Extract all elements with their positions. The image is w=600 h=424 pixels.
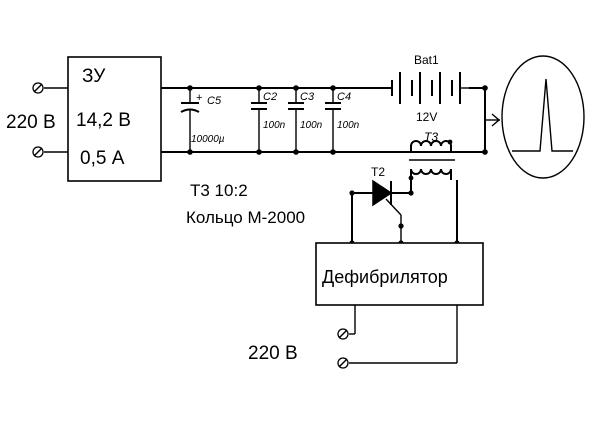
c3-value: 100n (300, 120, 323, 131)
primary-phase-dot (447, 139, 453, 145)
defibrillator-box (315, 242, 484, 306)
charger-voltage: 14,2 В (76, 110, 131, 131)
capacitor-c2: C2 100n (251, 88, 286, 152)
transformer-t3: T3 (408, 130, 455, 181)
thyristor-icon (372, 179, 393, 207)
mains-voltage-label: 220 В (6, 112, 56, 133)
battery-bat1: Bat1 12V (391, 53, 469, 124)
thyristor-name: T2 (371, 165, 385, 179)
charger-name: ЗУ (82, 66, 106, 87)
defibrillator-block: Дефибрилятор (315, 242, 484, 306)
junction-dots (187, 85, 488, 155)
secondary-winding (410, 168, 452, 180)
rails (161, 87, 486, 153)
thyristor-t2: T2 (352, 165, 411, 243)
c4-name: C4 (337, 91, 351, 103)
c2-name: C2 (263, 91, 277, 103)
c5-name: C5 (207, 95, 222, 107)
battery-name: Bat1 (414, 53, 439, 67)
probe-arrow-icon (491, 113, 501, 127)
charger-block: ЗУ 14,2 В 0,5 А (67, 56, 162, 182)
transformer-spec: Т3 10:2 (190, 181, 248, 200)
capacitor-c3: C3 100n (288, 88, 323, 152)
c2-value: 100n (263, 120, 286, 131)
thyristor-gate (385, 198, 402, 216)
mains-voltage-label-bottom: 220 В (248, 343, 298, 364)
c5-value: 10000µ (191, 134, 225, 145)
capacitor-c5: + C5 10000µ (180, 88, 225, 152)
secondary-phase-dot (408, 175, 414, 181)
mains-input-bottom: 220 В (248, 305, 458, 369)
defibrillator-label: Дефибрилятор (322, 267, 448, 287)
capacitor-c4: C4 100n (325, 88, 360, 152)
c5-plate-bottom (180, 108, 200, 113)
oscilloscope (485, 55, 585, 179)
charger-box (67, 56, 162, 182)
battery-voltage: 12V (416, 110, 437, 124)
c4-value: 100n (337, 120, 360, 131)
control-wiring (349, 180, 460, 246)
pulse-waveform (512, 78, 573, 152)
transformer-core: Кольцо М-2000 (186, 208, 305, 227)
oscilloscope-screen (501, 55, 585, 179)
charger-current: 0,5 А (80, 148, 125, 169)
primary-winding (410, 140, 452, 152)
c3-name: C3 (300, 91, 315, 103)
mains-input-left: 220 В (6, 82, 68, 158)
c5-polarity: + (196, 92, 202, 104)
